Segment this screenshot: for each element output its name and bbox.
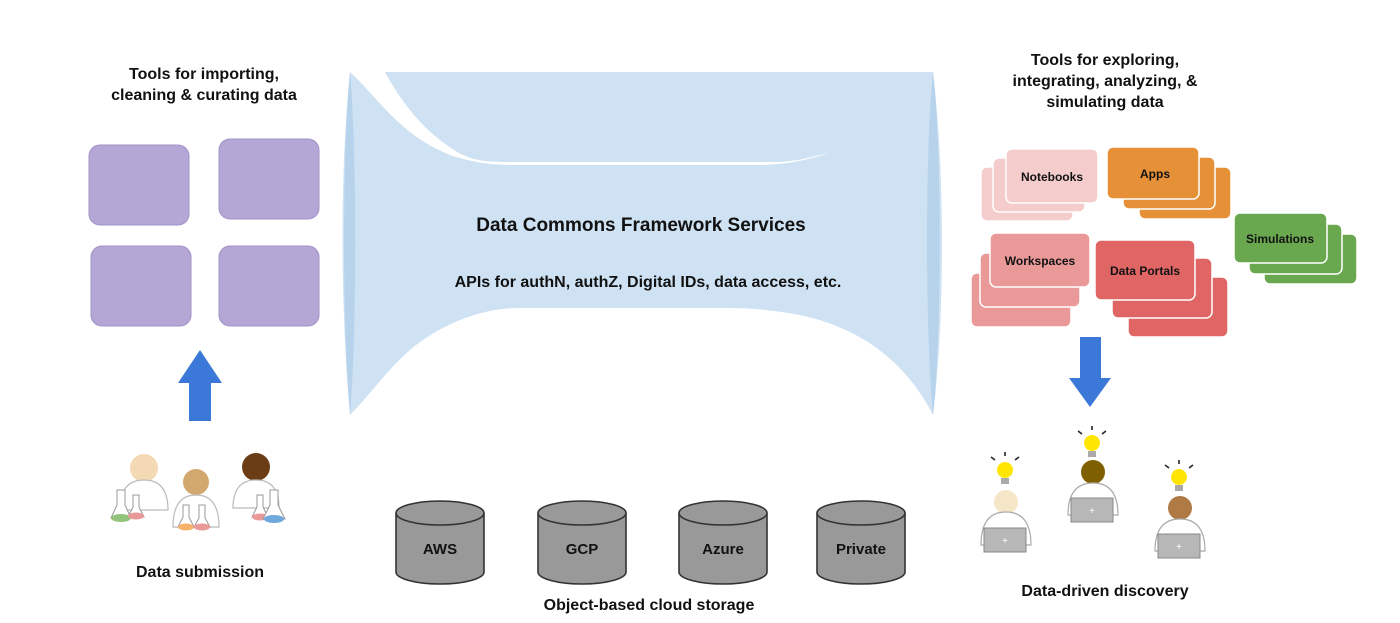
left-title-line-1: Tools for importing, (129, 66, 279, 83)
storage-cylinder-gcp: GCP (537, 500, 627, 585)
lightbulb-icon (990, 452, 1020, 484)
data-submitters-icon (110, 453, 286, 531)
laptop-icon (1070, 497, 1114, 523)
storage-label-aws: AWS (423, 541, 457, 558)
laptop-icon (983, 527, 1027, 553)
storage-cylinder-aws: AWS (395, 500, 485, 585)
svg-text:+: + (1002, 536, 1008, 547)
left-panel: Tools for importing, cleaning & curating… (88, 66, 320, 581)
apps-label: Apps (1140, 167, 1170, 181)
svg-text:+: + (1176, 542, 1182, 553)
researcher-3: + (1154, 460, 1206, 559)
workspaces-label: Workspaces (1005, 254, 1076, 268)
storage-cylinder-azure: Azure (678, 500, 768, 585)
right-title-line-1: Tools for exploring, (1031, 52, 1179, 69)
researcher-2: + (1067, 426, 1119, 523)
left-caption: Data submission (136, 564, 264, 581)
right-title-line-3: simulating data (1046, 94, 1163, 111)
researcher-1: + (980, 452, 1032, 553)
framework-services-shape (350, 72, 933, 162)
lightbulb-icon (1077, 426, 1107, 457)
notebooks-stack: Notebooks (980, 148, 1099, 222)
storage-cylinder-private: Private (816, 500, 906, 585)
storage-label-private: Private (836, 541, 886, 558)
simulations-stack: Simulations (1233, 212, 1358, 285)
apps-stack: Apps (1106, 146, 1232, 220)
right-panel: Tools for exploring, integrating, analyz… (970, 52, 1358, 600)
laptop-icon (1157, 533, 1201, 559)
right-title-line-2: integrating, analyzing, & (1013, 73, 1198, 90)
storage-label-azure: Azure (702, 541, 744, 558)
simulations-label: Simulations (1246, 232, 1314, 246)
import-tool-tile (88, 144, 190, 226)
framework-subtitle: APIs for authN, authZ, Digital IDs, data… (455, 274, 842, 291)
import-tool-tile (90, 245, 192, 327)
storage-caption: Object-based cloud storage (544, 597, 755, 614)
center-panel: Data Commons Framework Services APIs for… (342, 72, 942, 415)
storage-group: AWS GCP Azure Private Object-based cloud… (395, 500, 906, 614)
framework-title: Data Commons Framework Services (476, 215, 805, 236)
discovery-arrow (1069, 337, 1111, 407)
workspaces-stack: Workspaces (970, 232, 1091, 328)
notebooks-label: Notebooks (1021, 170, 1083, 184)
data-portals-label: Data Portals (1110, 264, 1180, 278)
svg-text:+: + (1089, 506, 1095, 517)
data-portals-stack: Data Portals (1094, 239, 1229, 338)
right-caption: Data-driven discovery (1021, 583, 1188, 600)
left-title-line-2: cleaning & curating data (111, 87, 297, 104)
upload-arrow (178, 350, 222, 421)
import-tool-tile (218, 245, 320, 327)
import-tool-tile (218, 138, 320, 220)
import-tool-tiles (88, 138, 320, 327)
lightbulb-icon (1164, 460, 1194, 491)
storage-label-gcp: GCP (566, 541, 599, 558)
